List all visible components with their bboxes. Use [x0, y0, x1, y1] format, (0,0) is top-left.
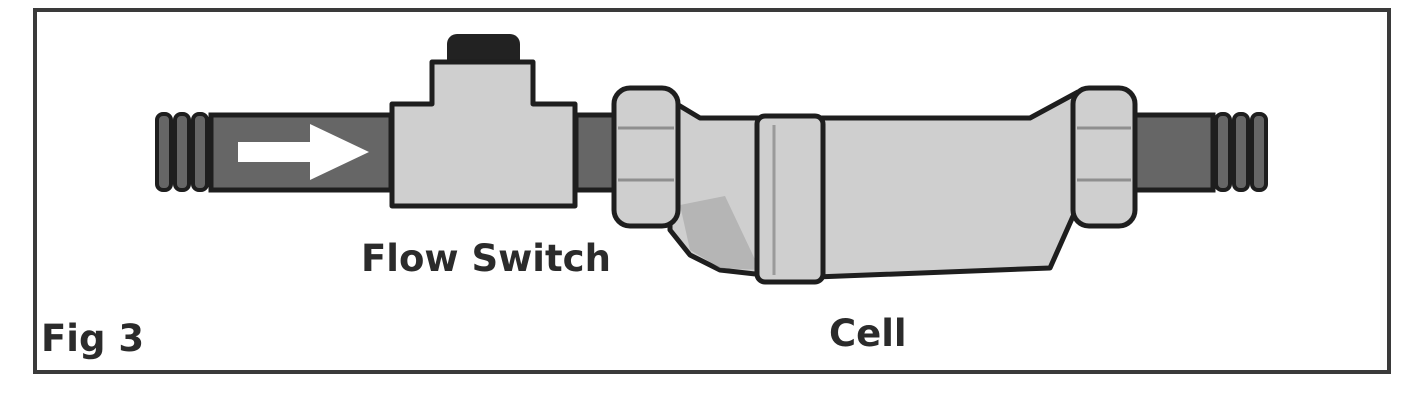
outlet-pipe: [1130, 112, 1216, 193]
cell-label: Cell: [829, 312, 907, 355]
left-end-rings: [155, 112, 209, 192]
flow-direction-arrow: [238, 124, 369, 180]
cell-shading: [680, 196, 760, 270]
flow-switch: [389, 34, 578, 209]
connector-pipe: [573, 112, 619, 193]
cell: [611, 85, 1216, 285]
cell-center-band: [754, 113, 826, 285]
cell-right-union: [1070, 85, 1138, 229]
flow-switch-label: Flow Switch: [361, 237, 611, 280]
cell-left-union: [611, 85, 681, 229]
right-end-rings: [1214, 112, 1268, 192]
flow-switch-body: [389, 59, 578, 209]
figure-caption: Fig 3: [41, 317, 145, 360]
